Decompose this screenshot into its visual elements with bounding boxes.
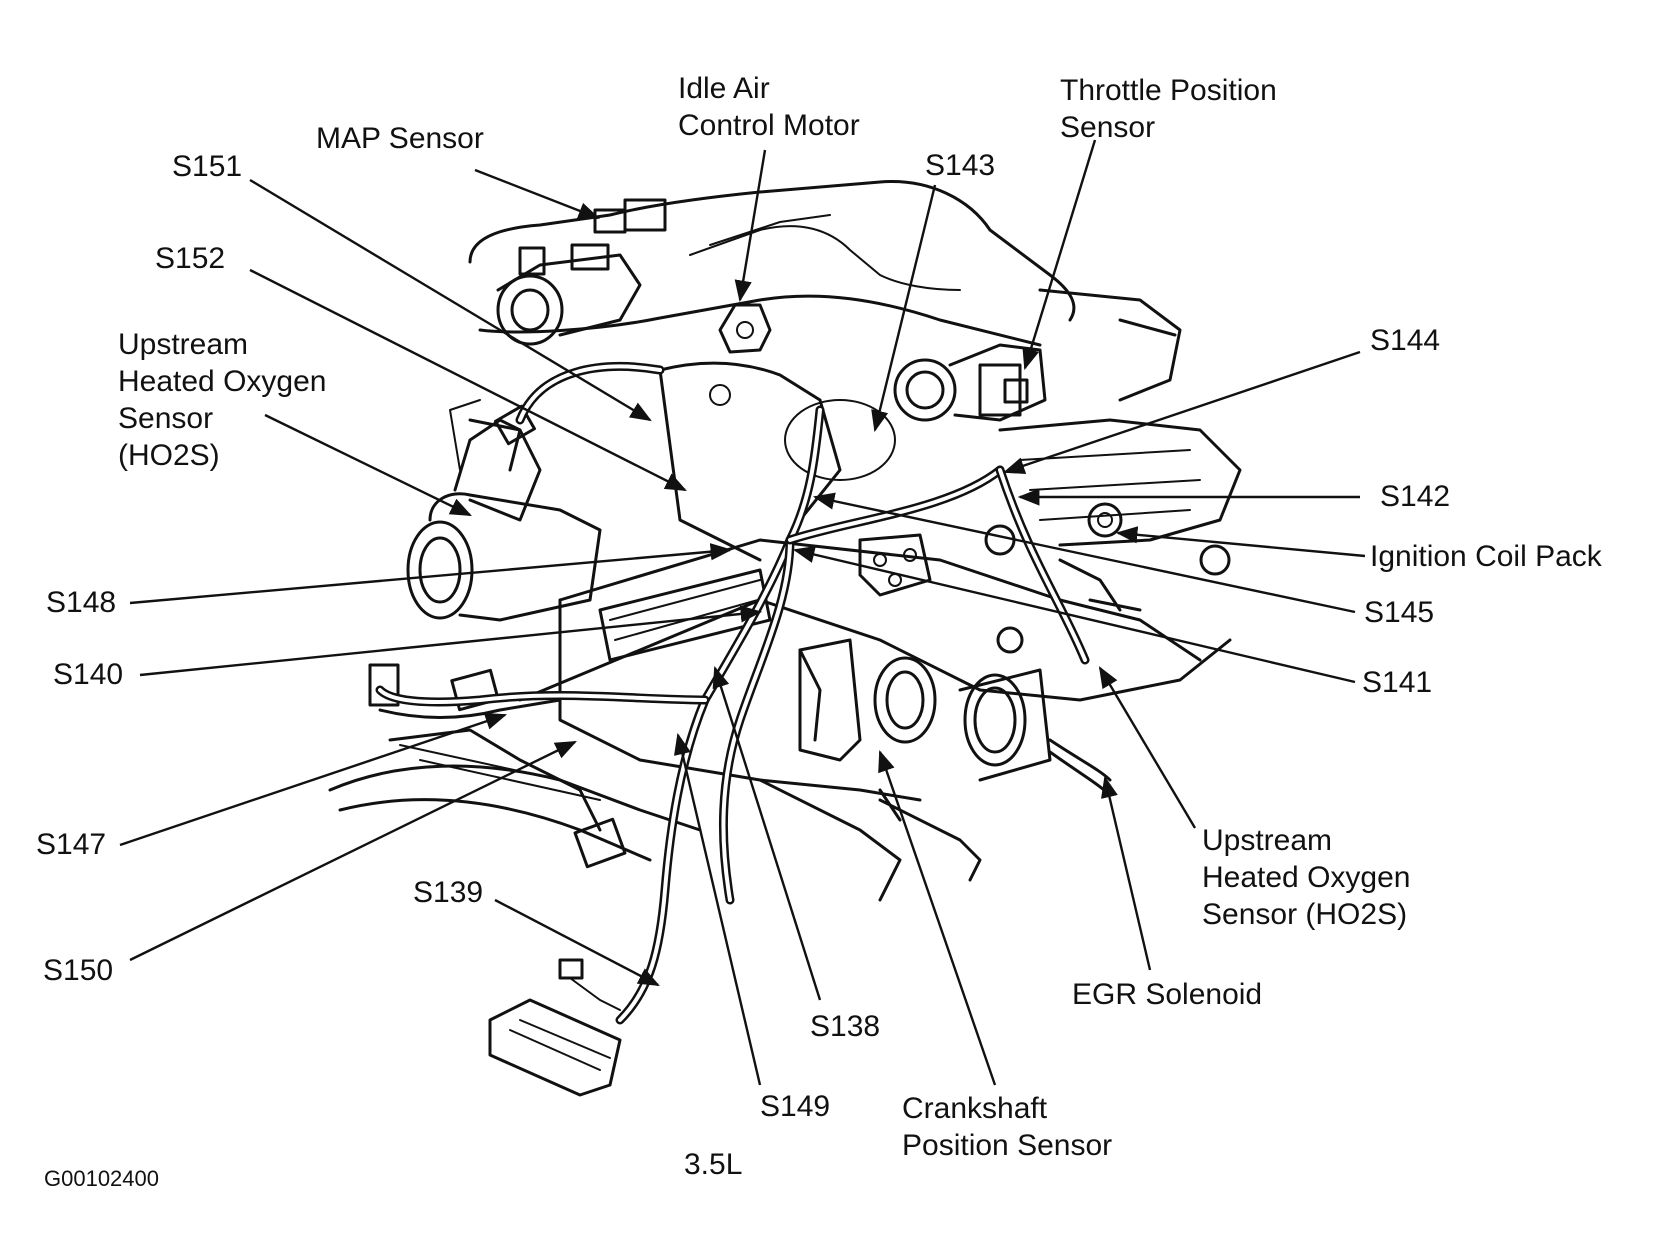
leader-s145 (812, 492, 1356, 614)
leader-s147 (119, 713, 508, 847)
leader-s151 (249, 178, 652, 422)
leader-s143 (871, 184, 937, 433)
label-s147: S147 (36, 828, 107, 861)
label-s145: S145 (1364, 596, 1435, 629)
leader-s152 (249, 268, 687, 492)
label-engine-size: 3.5L (684, 1148, 743, 1181)
leader-egr (1101, 775, 1152, 971)
leader-crankshaft (878, 749, 997, 1086)
label-s149: S149 (760, 1090, 831, 1123)
leader-upstream-left (264, 413, 472, 517)
label-s139: S139 (413, 876, 484, 909)
leader-s139 (494, 898, 660, 987)
label-s144: S144 (1370, 324, 1441, 357)
leader-lines (119, 139, 1366, 1086)
label-ignition-coil-pack: Ignition Coil Pack (1370, 540, 1602, 573)
leader-throttle (1022, 139, 1097, 371)
leader-s150 (129, 740, 577, 962)
label-s142: S142 (1380, 480, 1451, 513)
leader-ignition-coil (1115, 526, 1366, 558)
label-s148: S148 (46, 586, 117, 619)
label-s150: S150 (43, 954, 114, 987)
leader-s149 (674, 732, 762, 1086)
leader-idle-air (734, 149, 767, 303)
label-s151: S151 (172, 150, 243, 183)
leader-s140 (139, 605, 763, 677)
label-egr-solenoid: EGR Solenoid (1072, 978, 1263, 1011)
leader-s138 (712, 665, 822, 1001)
label-s140: S140 (53, 658, 124, 691)
engine-illustration (328, 180, 1242, 902)
label-s143: S143 (925, 149, 996, 182)
leader-s148 (129, 543, 733, 605)
wiring-harness (375, 362, 1090, 1097)
leader-upstream-right (1098, 666, 1197, 829)
label-figure-id: G00102400 (44, 1166, 159, 1191)
leader-s141 (792, 546, 1356, 684)
label-s141: S141 (1362, 666, 1433, 699)
label-s138: S138 (810, 1010, 881, 1043)
label-s152: S152 (155, 242, 226, 275)
leader-map-sensor (474, 168, 601, 220)
label-map-sensor: MAP Sensor (316, 122, 484, 155)
leader-s144 (1002, 350, 1361, 474)
